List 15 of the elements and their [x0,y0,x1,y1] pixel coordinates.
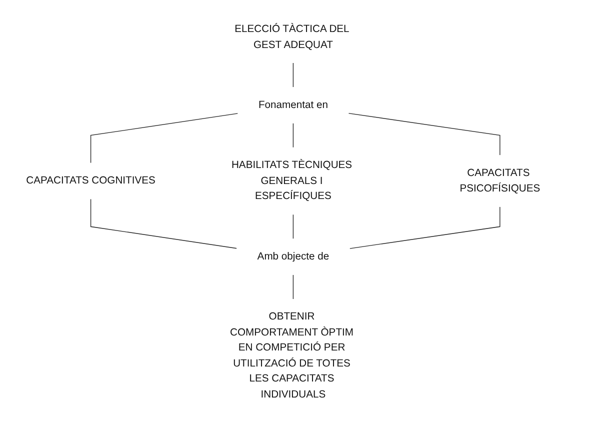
node-text: Fonamentat en [258,98,328,111]
node-text: CAPACITATS COGNITIVES [26,174,156,186]
node-text: OBTENIR COMPORTAMENT ÒPTIM EN COMPETICIÓ PER UTILITZACIÓ DE TOTES LES CAPACITATS INDIVIDUALS [230,310,354,400]
connector [292,214,294,240]
node-text: CAPACITATS PSICOFÍSIQUES [460,166,540,194]
connector [292,274,294,300]
connector [90,113,238,164]
connector [292,122,294,148]
node-text: ELECCIÓ TÀCTICA DEL GEST ADEQUAT [234,23,349,50]
node-text: HABILITATS TÈCNIQUES GENERALS I ESPECÍFIQUES [231,159,352,202]
connector [292,62,294,88]
connector [348,112,500,156]
node-text: Amb objecte de [257,250,330,262]
connector [90,198,237,249]
connector [349,206,500,249]
